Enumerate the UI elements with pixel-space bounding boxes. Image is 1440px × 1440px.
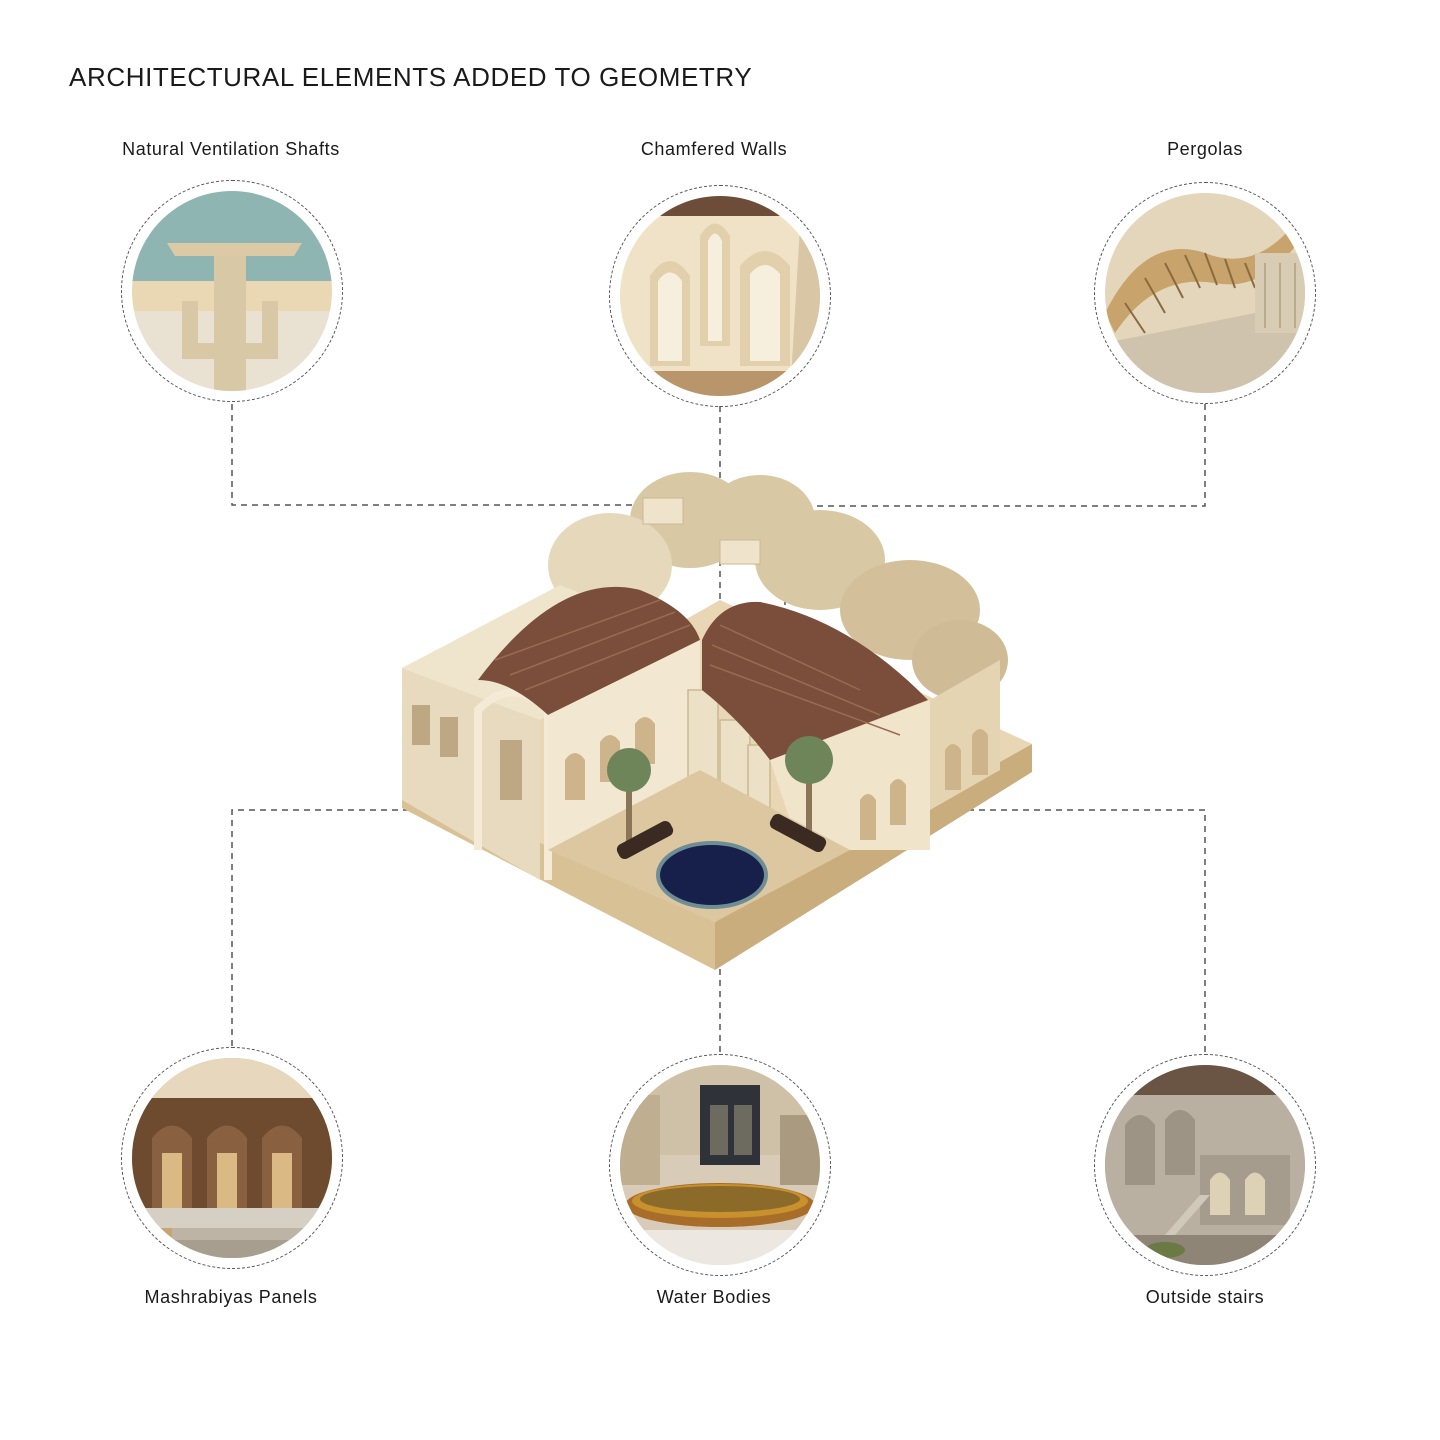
right-pergola (702, 601, 928, 760)
connector-pergolas (784, 404, 1206, 605)
courtyard-back-wall (548, 640, 700, 850)
right-wing-arches (860, 729, 988, 840)
palm-trees (607, 736, 833, 845)
label-water-bodies: Water Bodies (656, 1287, 772, 1307)
mashrabiya-panel-image (132, 1058, 332, 1258)
base-slab-right (715, 744, 1032, 970)
label-mashrabiyas-panels: Mashrabiyas Panels (144, 1287, 318, 1307)
bubble-natural-ventilation-shafts (121, 180, 343, 402)
water-pool-image (620, 1065, 820, 1265)
label-outside-stairs: Outside stairs (1145, 1287, 1265, 1307)
connector-stairs (930, 809, 1206, 1052)
courtyard-pool (656, 841, 768, 909)
ventilation-shaft-icon (132, 191, 332, 391)
ventilation-shaft-2 (719, 539, 761, 565)
label-pergolas: Pergolas (1167, 139, 1243, 159)
bubble-pergolas (1094, 182, 1316, 404)
left-wing-front (402, 668, 540, 880)
label-natural-ventilation-shafts: Natural Ventilation Shafts (122, 139, 340, 159)
planter-right (769, 813, 827, 853)
bubble-chamfered-walls (609, 185, 831, 407)
bubble-water-bodies (609, 1054, 831, 1276)
ventilation-shaft-1 (642, 497, 684, 525)
bubble-outside-stairs (1094, 1054, 1316, 1276)
bubble-mashrabiyas-panels (121, 1047, 343, 1269)
left-pergola (478, 586, 700, 715)
connector-ventilation (231, 404, 640, 506)
outside-stairs-image (1105, 1065, 1305, 1265)
label-chamfered-walls: Chamfered Walls (640, 139, 788, 159)
page-title: ARCHITECTURAL ELEMENTS ADDED TO GEOMETRY (69, 62, 753, 92)
planter-left (616, 820, 674, 860)
left-wing-openings (412, 705, 522, 800)
pergola-image (1105, 193, 1305, 393)
chamfered-arch-wall-image (620, 196, 820, 396)
